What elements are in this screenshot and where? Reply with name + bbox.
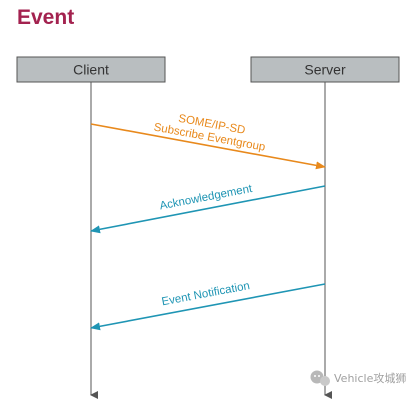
watermark: Vehicle攻城狮 xyxy=(310,370,406,386)
message-arrow-3 xyxy=(90,283,326,331)
message-label-3-line-1: Event Notification xyxy=(161,280,251,308)
actor-server: Server xyxy=(250,56,400,83)
actor-client: Client xyxy=(16,56,166,83)
actor-label-client: Client xyxy=(73,62,109,78)
wechat-icon xyxy=(310,370,330,386)
actor-box-server xyxy=(250,56,400,83)
message-arrow-1 xyxy=(90,123,326,170)
watermark-text: Vehicle攻城狮 xyxy=(334,371,406,385)
actor-label-server: Server xyxy=(304,62,346,78)
actor-box-client xyxy=(16,56,166,83)
diagram-title: Event xyxy=(17,6,74,29)
message-arrow-2 xyxy=(90,185,326,234)
